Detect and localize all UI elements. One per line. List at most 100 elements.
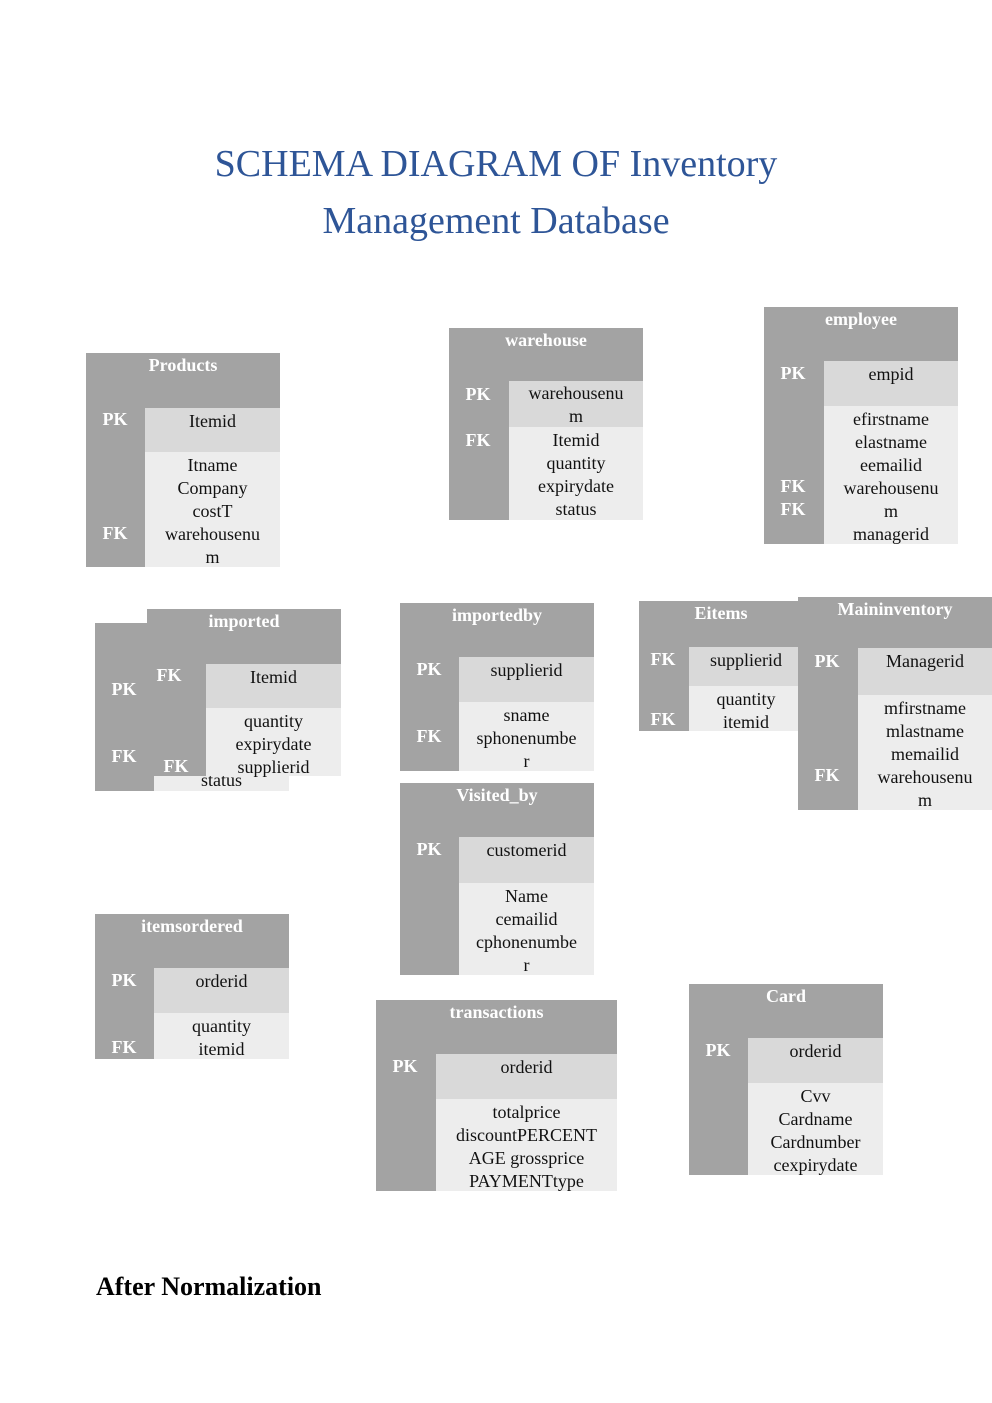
attribute: quantity: [192, 1016, 251, 1036]
table-products: Products PK Itemid Itname Company costT …: [86, 353, 280, 567]
fk-label: FK: [650, 709, 676, 729]
table-importedby: importedby PK supplierid sname sphonenum…: [400, 603, 594, 771]
attribute-list: Name cemailid cphonenumbe r: [459, 883, 594, 975]
overflow-cell: [154, 771, 289, 791]
table-name: transactions: [449, 1002, 544, 1022]
attribute-list: quantity itemid: [154, 1013, 289, 1059]
fk-label: FK: [102, 523, 128, 543]
attribute: Cvv: [800, 1086, 831, 1106]
attribute: Name: [505, 886, 548, 906]
attribute: PAYMENTtype: [469, 1171, 584, 1191]
table-name: Products: [148, 355, 218, 375]
table-visited-by: Visited_by PK customerid Name cemailid c…: [400, 783, 594, 975]
primary-key-field: supplierid: [459, 657, 594, 702]
table-name: imported: [208, 611, 280, 631]
fk-label: FK: [163, 756, 189, 776]
pk-label: PK: [416, 839, 442, 859]
pk-label: PK: [392, 1056, 418, 1076]
table-name: Card: [766, 986, 806, 1006]
primary-key-field: orderid: [154, 968, 289, 1013]
attribute: quantity: [244, 711, 303, 731]
fk-label: FK: [814, 765, 840, 785]
attribute: Itemid: [552, 430, 600, 450]
pk-label: PK: [465, 384, 491, 404]
table-name: Visited_by: [456, 785, 538, 805]
fk-label: FK: [111, 746, 137, 766]
attribute: Company: [177, 478, 248, 498]
attribute: warehousenu: [877, 767, 973, 787]
attribute: cemailid: [495, 909, 558, 929]
attribute-list: Cvv Cardname Cardnumber cexpirydate: [748, 1083, 883, 1175]
attribute: elastname: [855, 432, 927, 452]
table-name: itemsordered: [141, 916, 243, 936]
primary-key-field: Managerid: [858, 648, 992, 695]
table-imported: imported FK Itemid quantity expirydate s…: [147, 609, 341, 777]
pk-label: PK: [814, 651, 840, 671]
attribute: Cardname: [778, 1109, 853, 1129]
attribute: sname: [503, 705, 550, 725]
attribute: eemailid: [860, 455, 922, 475]
pk-label: PK: [416, 659, 442, 679]
attribute-list: efirstname elastname eemailid warehousen…: [824, 406, 958, 544]
attribute-list: quantity expirydate supplierid: [206, 708, 341, 777]
attribute-list: sname sphonenumbe r: [459, 702, 594, 771]
primary-key-field: empid: [824, 361, 958, 406]
page-title: SCHEMA DIAGRAM OF Inventory Management D…: [0, 136, 992, 250]
fk-label: FK: [780, 476, 806, 496]
table-employee: employee PK empid efirstname elastname e…: [764, 307, 958, 544]
pk-label: PK: [705, 1040, 731, 1060]
fk-label: FK: [416, 726, 442, 746]
attribute: Cardnumber: [770, 1132, 861, 1152]
attribute: expirydate: [538, 476, 614, 496]
fk-label: FK: [111, 1037, 137, 1057]
table-name: Maininventory: [837, 599, 953, 619]
attribute: mfirstname: [884, 698, 966, 718]
pk-label: PK: [102, 409, 128, 429]
pk-label: PK: [111, 970, 137, 990]
primary-key-field: supplierid: [689, 647, 803, 686]
attribute: cexpirydate: [773, 1155, 858, 1175]
table-name: importedby: [452, 605, 542, 625]
table-name: warehouse: [505, 330, 587, 350]
attribute: expirydate: [235, 734, 312, 754]
primary-key-field: orderid: [748, 1038, 883, 1083]
attribute: AGE grossprice: [468, 1148, 585, 1168]
pk-label: PK: [780, 363, 806, 383]
attribute: m: [205, 547, 220, 567]
fk-label: FK: [156, 665, 182, 685]
table-maininventory: Maininventory PK Managerid mfirstname ml…: [798, 597, 992, 810]
attribute: warehousenu: [843, 478, 939, 498]
attribute: status: [555, 499, 597, 519]
attribute: r: [523, 955, 530, 975]
primary-key-field: orderid: [436, 1054, 617, 1099]
attribute: costT: [192, 501, 233, 521]
title-line-1: SCHEMA DIAGRAM OF Inventory: [214, 143, 778, 185]
attribute: Itname: [187, 455, 238, 475]
attribute: quantity: [716, 689, 776, 709]
attribute: m: [883, 501, 898, 521]
attribute: discountPERCENT: [455, 1125, 597, 1145]
primary-key-field: Itemid: [206, 664, 341, 708]
fk-label: FK: [780, 499, 806, 519]
table-itemsordered: itemsordered PK orderid quantity itemid …: [95, 914, 289, 1059]
attribute: quantity: [546, 453, 606, 473]
table-warehouse: warehouse PK warehousenu m Itemid quanti…: [449, 328, 643, 520]
primary-key-field: customerid: [459, 837, 594, 883]
table-name: Eitems: [694, 603, 748, 623]
attribute: cphonenumbe: [476, 932, 577, 952]
attribute: totalprice: [492, 1102, 561, 1122]
primary-key-field: warehousenu m: [509, 381, 643, 427]
attribute: managerid: [853, 524, 929, 544]
attribute: sphonenumbe: [476, 728, 577, 748]
table-card: Card PK orderid Cvv Cardname Cardnumber …: [689, 984, 883, 1175]
attribute-list: mfirstname mlastname memailid warehousen…: [858, 695, 992, 810]
table-name: employee: [825, 309, 897, 329]
title-line-2: Management Database: [322, 200, 670, 242]
pk-part: m: [568, 406, 583, 426]
fk-label: FK: [465, 430, 491, 450]
attribute: itemid: [723, 712, 769, 732]
attribute: m: [917, 790, 932, 810]
attribute-list: Itemid quantity expirydate status: [509, 427, 643, 520]
section-heading: After Normalization: [96, 1272, 322, 1301]
primary-key-field: Itemid: [145, 408, 280, 452]
